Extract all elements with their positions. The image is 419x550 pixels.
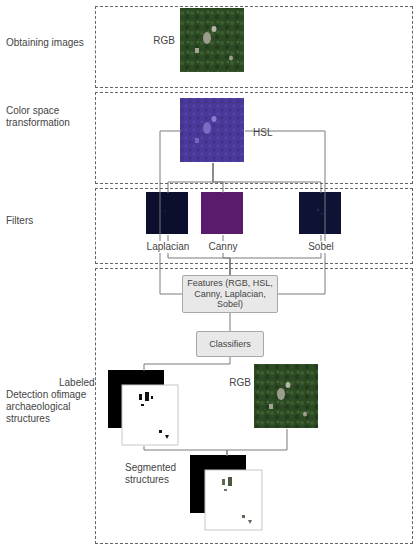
mask-mark bbox=[145, 392, 149, 401]
process-box: Classifiers bbox=[196, 331, 264, 357]
segmented-mark bbox=[242, 515, 245, 518]
segmented-mark bbox=[248, 520, 252, 524]
filter-image: Canny bbox=[202, 193, 244, 235]
node-label: RGB bbox=[141, 35, 175, 47]
connector-line bbox=[160, 131, 182, 294]
structure-blob bbox=[212, 116, 217, 122]
structure-blob bbox=[203, 122, 211, 134]
sobel-image bbox=[299, 192, 341, 234]
hsl-image bbox=[180, 98, 244, 162]
stage-band: LaplacianCannySobelFilters bbox=[95, 188, 413, 264]
node-label: Features (RGB, HSL, Canny, Laplacian, So… bbox=[183, 278, 277, 310]
satellite-image bbox=[254, 364, 318, 428]
canny-image bbox=[201, 192, 243, 234]
structure-blob bbox=[286, 382, 291, 388]
edge-speck bbox=[317, 209, 319, 211]
node-label: HSL bbox=[253, 127, 283, 139]
mask-image bbox=[122, 385, 178, 445]
stage-label: Color space transformation bbox=[6, 105, 90, 129]
hsl-image bbox=[180, 98, 244, 162]
segmented-mark bbox=[224, 489, 227, 491]
mask-mark bbox=[139, 394, 142, 400]
connector-line bbox=[230, 313, 231, 331]
stage-label: Filters bbox=[6, 215, 90, 227]
connector-line bbox=[144, 446, 227, 456]
structure-blob bbox=[269, 404, 273, 409]
mask-mark bbox=[159, 430, 162, 433]
stage-label: Detection of archaeological structures bbox=[6, 389, 90, 425]
node-label: Segmented structures bbox=[125, 462, 187, 486]
image-node: RGB bbox=[181, 9, 245, 73]
node-label: Laplacian bbox=[139, 241, 197, 253]
structure-blob bbox=[195, 48, 199, 53]
node-label: Canny bbox=[194, 241, 252, 253]
image-node: Labeled image bbox=[109, 371, 179, 446]
segmented-mark bbox=[222, 479, 225, 485]
segmented-image bbox=[205, 470, 262, 530]
node-label: Labeled image bbox=[59, 377, 105, 401]
structure-blob bbox=[229, 56, 233, 61]
image-node: RGB bbox=[255, 365, 319, 429]
structure-blob bbox=[303, 412, 307, 417]
laplacian-image bbox=[146, 192, 188, 234]
satellite-image bbox=[180, 8, 244, 72]
connector-line bbox=[245, 131, 325, 294]
filter-image: Sobel bbox=[300, 193, 342, 235]
node-label: RGB bbox=[225, 377, 251, 389]
filter-image: Laplacian bbox=[147, 193, 189, 235]
mask-mark bbox=[141, 404, 144, 406]
structure-blob bbox=[195, 138, 199, 143]
structure-blob bbox=[212, 26, 217, 32]
process-box: Features (RGB, HSL, Canny, Laplacian, So… bbox=[182, 275, 278, 313]
connector-line bbox=[227, 429, 287, 456]
connector-layer bbox=[144, 131, 325, 456]
mask-mark bbox=[151, 396, 153, 399]
node-label: Classifiers bbox=[206, 339, 254, 350]
edge-speck bbox=[164, 210, 166, 212]
segmented-mark bbox=[228, 477, 232, 486]
structure-blob bbox=[203, 32, 211, 44]
stage-band: RGBObtaining images bbox=[95, 6, 413, 88]
node-label: Sobel bbox=[292, 241, 350, 253]
image-node: HSL bbox=[181, 99, 245, 163]
satellite-image bbox=[180, 8, 244, 72]
image-node: Segmented structures bbox=[191, 456, 263, 531]
satellite-image bbox=[254, 364, 318, 428]
stage-label: Obtaining images bbox=[6, 37, 90, 49]
stage-band: Features (RGB, HSL, Canny, Laplacian, So… bbox=[95, 268, 413, 544]
stage-band: HSLColor space transformation bbox=[95, 92, 413, 184]
connector-line bbox=[144, 357, 230, 371]
edge-speck bbox=[321, 213, 323, 215]
structure-blob bbox=[277, 388, 285, 400]
mask-mark bbox=[165, 435, 169, 439]
